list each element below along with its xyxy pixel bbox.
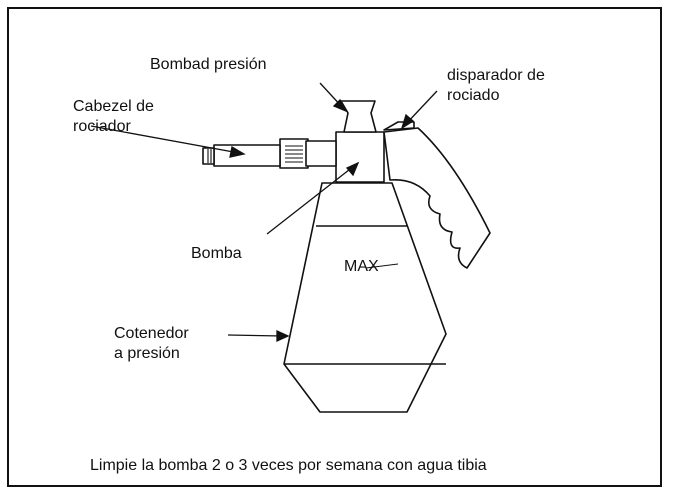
- label-sprayer-head-line1: Cabezel de: [73, 98, 154, 115]
- label-container-line1: Cotenedor: [114, 325, 189, 342]
- label-container-line2: a presión: [114, 345, 180, 362]
- nozzle-connector: [305, 140, 337, 167]
- handle: [383, 127, 491, 269]
- max-line: [365, 263, 399, 269]
- label-container: Cotenedor a presión: [114, 324, 189, 364]
- label-pump: Bomba: [191, 245, 242, 262]
- label-spray-trigger-line1: disparador de: [447, 67, 545, 84]
- container-body: [283, 182, 447, 413]
- label-max: MAX: [344, 258, 379, 275]
- label-pump-pressure: Bombad presión: [150, 56, 267, 73]
- label-spray-trigger: disparador de rociado: [447, 66, 545, 106]
- pump-cap: [340, 100, 377, 133]
- label-sprayer-head: Cabezel de rociador: [73, 97, 154, 137]
- nozzle-tube: [213, 144, 281, 167]
- label-sprayer-head-line2: rociador: [73, 118, 131, 135]
- label-spray-trigger-line2: rociado: [447, 87, 500, 104]
- caption: Limpie la bomba 2 o 3 veces por semana c…: [90, 457, 487, 474]
